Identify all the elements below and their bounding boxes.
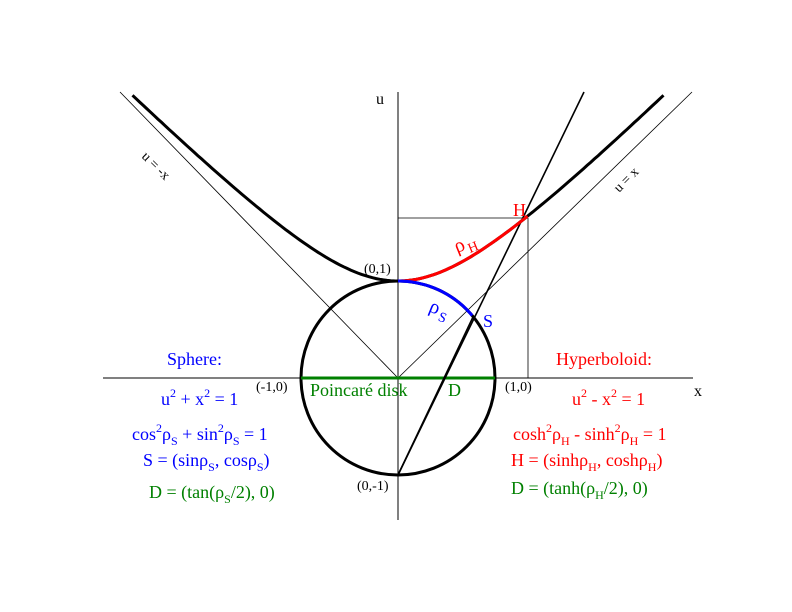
point-label-d: D xyxy=(448,380,461,400)
hyperboloid-eq-3: H = (sinhρH, coshρH) xyxy=(511,450,662,474)
point-label-top: (0,1) xyxy=(364,262,391,277)
sphere-eq-2: cos2ρS + sin2ρS = 1 xyxy=(132,421,268,448)
hyperboloid-eq-4: D = (tanh(ρH/2), 0) xyxy=(511,478,648,502)
asymptote-right xyxy=(397,91,693,379)
hyperboloid-title: Hyperboloid: xyxy=(556,349,652,369)
asymptote-right-label: u = x xyxy=(611,165,642,196)
rho-s-arc xyxy=(398,279,474,317)
projection-line-to-s xyxy=(397,316,474,476)
asymptote-left xyxy=(119,91,399,379)
rho-h-arc xyxy=(397,215,529,283)
rho-h-label: ρH xyxy=(451,229,481,261)
hyperboloid-eq-1: u2 - x2 = 1 xyxy=(572,386,645,409)
poincare-disk-label: Poincaré disk xyxy=(310,380,407,400)
point-label-right: (1,0) xyxy=(505,380,532,395)
hyperboloid-eq-2: cosh2ρH - sinh2ρH = 1 xyxy=(513,421,666,448)
rho-s-label: ρS xyxy=(425,295,453,327)
x-axis-label: x xyxy=(694,383,702,400)
asymptote-left-label: u = -x xyxy=(138,149,172,183)
point-label-h: H xyxy=(513,200,526,220)
point-label-bottom: (0,-1) xyxy=(357,479,389,494)
sphere-title: Sphere: xyxy=(167,349,222,369)
sphere-eq-1: u2 + x2 = 1 xyxy=(161,386,238,409)
sphere-eq-4: D = (tan(ρS/2), 0) xyxy=(149,482,275,506)
point-label-s: S xyxy=(483,311,493,331)
point-label-left: (-1,0) xyxy=(256,380,288,395)
u-axis-label: u xyxy=(376,91,384,108)
sphere-eq-3: S = (sinρS, cosρS) xyxy=(143,450,270,474)
